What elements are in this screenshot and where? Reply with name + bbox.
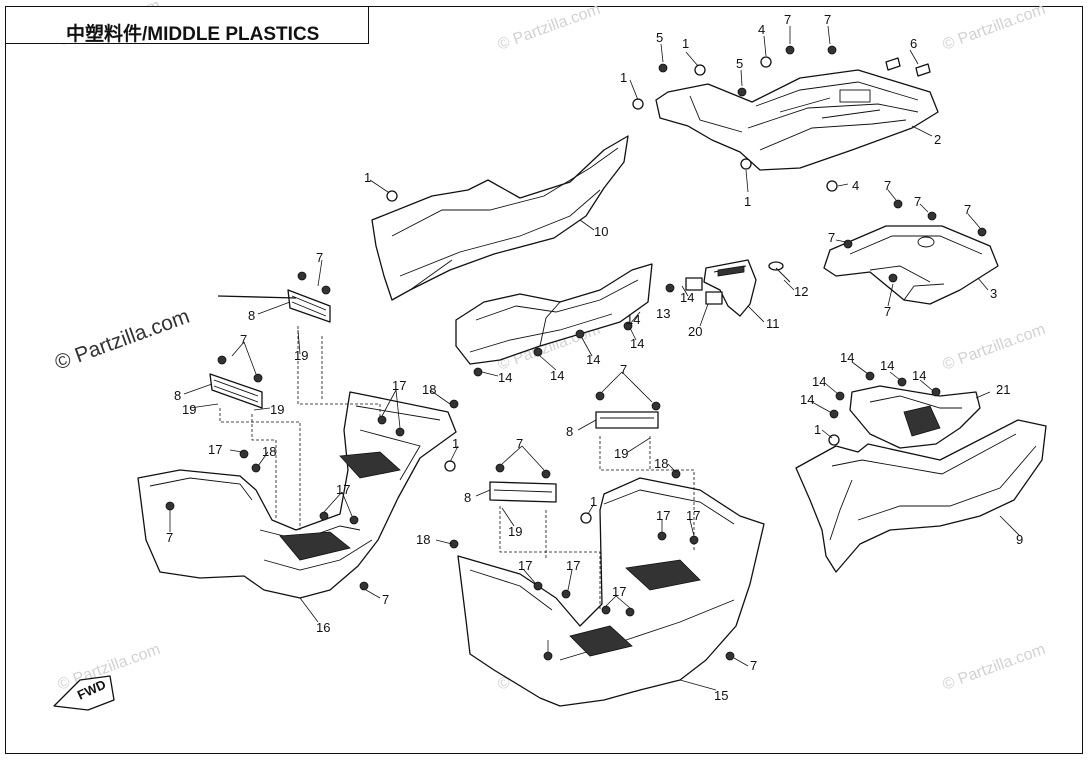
callout-14: 14	[800, 392, 814, 407]
callout-14: 14	[840, 350, 854, 365]
callout-8: 8	[464, 490, 471, 505]
callout-16: 16	[316, 620, 330, 635]
callout-5: 5	[736, 56, 743, 71]
part-20-clips	[685, 277, 723, 305]
callout-14: 14	[812, 374, 826, 389]
callout-17: 17	[686, 508, 700, 523]
callout-20: 20	[688, 324, 702, 339]
watermark-prominent: © Partzilla.com	[52, 305, 193, 375]
callout-7: 7	[382, 592, 389, 607]
callout-14: 14	[880, 358, 894, 373]
callout-3: 3	[990, 286, 997, 301]
watermark: © Partzilla.com	[941, 1, 1048, 54]
callout-18: 18	[422, 382, 436, 397]
part-16-left-footwell	[137, 391, 457, 599]
alignment-lines	[219, 326, 695, 610]
callout-7: 7	[316, 250, 323, 265]
callout-10: 10	[594, 224, 608, 239]
callout-14: 14	[630, 336, 644, 351]
part-3-tray	[823, 225, 999, 305]
callout-15: 15	[714, 688, 728, 703]
callout-1: 1	[364, 170, 371, 185]
callout-14: 14	[912, 368, 926, 383]
callout-19: 19	[294, 348, 308, 363]
callout-13: 13	[656, 306, 670, 321]
callout-8: 8	[174, 388, 181, 403]
callout-labels: 1 1 1 1 1 1 1 2 3 4 4 5 5 6 7 7 7 7 7 7 …	[166, 12, 1023, 703]
callout-14: 14	[626, 312, 640, 327]
callout-19: 19	[508, 524, 522, 539]
callout-8: 8	[248, 308, 255, 323]
diagram-frame	[5, 6, 1083, 754]
callout-19: 19	[182, 402, 196, 417]
callout-4: 4	[758, 22, 765, 37]
callout-1: 1	[682, 36, 689, 51]
callout-18: 18	[654, 456, 668, 471]
callout-19: 19	[270, 402, 284, 417]
callout-1: 1	[620, 70, 627, 85]
callout-17: 17	[392, 378, 406, 393]
callout-14: 14	[586, 352, 600, 367]
callout-7: 7	[914, 194, 921, 209]
callout-17: 17	[566, 558, 580, 573]
callout-17: 17	[208, 442, 222, 457]
callout-6: 6	[910, 36, 917, 51]
callout-1: 1	[590, 494, 597, 509]
callout-17: 17	[518, 558, 532, 573]
part-9-side-panel	[795, 419, 1047, 573]
callout-9: 9	[1016, 532, 1023, 547]
callout-7: 7	[964, 202, 971, 217]
callout-21: 21	[996, 382, 1010, 397]
callout-18: 18	[416, 532, 430, 547]
callout-17: 17	[656, 508, 670, 523]
callout-1: 1	[814, 422, 821, 437]
callout-7: 7	[166, 530, 173, 545]
callout-7: 7	[784, 12, 791, 27]
callout-2: 2	[934, 132, 941, 147]
part-10-side-panel	[371, 135, 629, 301]
part-21-center-cover	[849, 385, 981, 449]
diagram-title: 中塑料件/MIDDLE PLASTICS	[66, 24, 320, 45]
part-2-tray	[655, 69, 939, 171]
callout-7: 7	[824, 12, 831, 27]
callout-1: 1	[744, 194, 751, 209]
callout-7: 7	[828, 230, 835, 245]
callout-18: 18	[262, 444, 276, 459]
callout-5: 5	[656, 30, 663, 45]
callout-17: 17	[612, 584, 626, 599]
watermark: © Partzilla.com	[496, 1, 603, 54]
callout-7: 7	[620, 362, 627, 377]
fwd-arrow: FWD	[53, 675, 115, 711]
callout-11: 11	[766, 316, 780, 331]
callout-19: 19	[614, 446, 628, 461]
callout-7: 7	[884, 304, 891, 319]
watermark: © Partzilla.com	[941, 641, 1048, 694]
callout-12: 12	[794, 284, 808, 299]
leader-lines	[169, 25, 1021, 691]
part-15-right-footwell	[457, 477, 765, 707]
callout-14: 14	[498, 370, 512, 385]
part-8-footrests	[209, 289, 659, 503]
callout-7: 7	[240, 332, 247, 347]
part-11-bracket	[703, 259, 757, 317]
callout-1: 1	[452, 436, 459, 451]
callout-4: 4	[852, 178, 859, 193]
callout-8: 8	[566, 424, 573, 439]
callout-7: 7	[516, 436, 523, 451]
title-box: 中塑料件/MIDDLE PLASTICS	[5, 6, 369, 45]
callout-7: 7	[884, 178, 891, 193]
watermark: © Partzilla.com	[941, 321, 1048, 374]
callout-17: 17	[336, 482, 350, 497]
part-13-middle-cover	[455, 263, 653, 365]
callout-14: 14	[550, 368, 564, 383]
callout-7: 7	[750, 658, 757, 673]
callout-14: 14	[680, 290, 694, 305]
part-12-pin	[768, 261, 791, 283]
